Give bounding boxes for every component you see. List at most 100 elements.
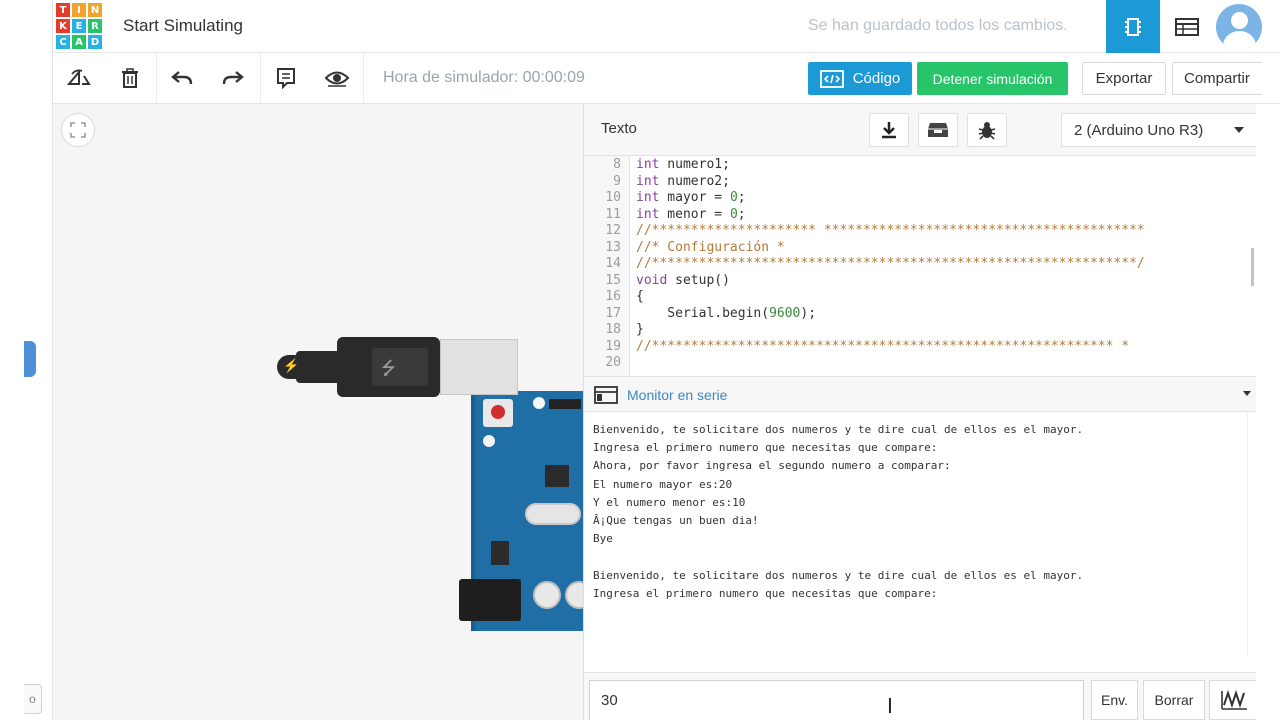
bottom-side-tab[interactable]: o — [24, 684, 42, 714]
serial-output-line: Ingresa el primero numero que necesitas … — [593, 586, 938, 600]
serial-output-line: Ahora, por favor ingresa el segundo nume… — [593, 459, 951, 473]
toolbar-divider — [260, 53, 261, 103]
serial-output-line: Â¡Que tengas un buen dia! — [593, 513, 759, 527]
expand-icon — [70, 122, 86, 138]
stop-simulation-button[interactable]: Detener simulación — [917, 62, 1068, 95]
code-token: int — [636, 206, 660, 222]
chip-icon — [1125, 17, 1141, 36]
code-panel-header: Texto — [584, 104, 1257, 156]
code-text: //**************************************… — [636, 256, 1145, 273]
arduino-board[interactable] — [459, 391, 583, 631]
code-text: int mayor = 0; — [636, 190, 746, 207]
line-number: 8 — [613, 157, 621, 172]
code-line: 19//************************************… — [584, 339, 1257, 356]
editor-vertical-scrollbar[interactable] — [1251, 248, 1254, 286]
line-number: 12 — [605, 223, 621, 238]
code-token: //**************************************… — [636, 256, 1145, 271]
code-token: //********************* ****************… — [636, 223, 1145, 238]
debugger-button[interactable] — [967, 113, 1007, 147]
code-line: 16{ — [584, 289, 1257, 306]
code-token: ); — [800, 305, 817, 321]
send-button[interactable]: Env. — [1091, 680, 1138, 720]
code-text: //********************* ****************… — [636, 223, 1145, 240]
code-token: } — [636, 322, 644, 337]
code-text: } — [636, 322, 644, 339]
code-token: void — [636, 272, 668, 288]
code-text: Serial.begin(9600); — [636, 306, 816, 323]
redo-button[interactable] — [208, 53, 258, 103]
design-title[interactable]: Start Simulating — [123, 16, 243, 35]
code-token: numero2; — [659, 173, 730, 189]
user-avatar[interactable] — [1216, 4, 1262, 50]
clear-button[interactable]: Borrar — [1143, 680, 1205, 720]
workplane-canvas[interactable]: ⚡ ⭍ — [53, 104, 583, 720]
usb-icon: ⭍ — [381, 358, 396, 378]
logo-letter: K — [56, 19, 70, 33]
right-frame — [1256, 104, 1280, 720]
toolbar-divider — [156, 53, 157, 103]
notes-button[interactable] — [261, 53, 311, 103]
code-button[interactable]: Código — [808, 62, 912, 95]
code-token: ; — [737, 206, 746, 222]
code-text: int numero1; — [636, 157, 730, 174]
serial-output-scrollbar[interactable] — [1247, 412, 1257, 656]
code-token: //**************************************… — [636, 338, 1130, 354]
code-mode-selector[interactable]: Texto — [601, 120, 637, 137]
reset-button[interactable] — [491, 405, 505, 419]
device-select-value: 2 (Arduino Uno R3) — [1074, 121, 1204, 139]
serial-output-line: Ingresa el primero numero que necesitas … — [593, 441, 938, 455]
save-status: Se han guardado todos los cambios. — [808, 17, 1068, 34]
toolbar-divider — [363, 53, 364, 103]
serial-monitor-header[interactable]: Monitor en serie — [584, 376, 1257, 412]
serial-output-line: Bienvenido, te solicitare dos numeros y … — [593, 423, 1084, 436]
line-number: 13 — [605, 239, 621, 255]
chevron-down-icon — [1234, 127, 1244, 133]
code-token: 9600 — [769, 305, 801, 321]
share-button[interactable]: Compartir — [1172, 62, 1262, 95]
libraries-button[interactable] — [918, 113, 958, 147]
component-list-button[interactable] — [1160, 0, 1214, 53]
code-line: 14//************************************… — [584, 256, 1257, 273]
eye-icon — [324, 71, 350, 87]
download-icon — [882, 122, 896, 139]
code-text: //**************************************… — [636, 339, 1129, 356]
serial-output-line: El numero mayor es:20 — [593, 477, 733, 491]
collapse-icon[interactable] — [1243, 391, 1251, 396]
code-token: int — [636, 190, 660, 205]
code-token: menor = — [659, 206, 730, 222]
circuit-view-button[interactable] — [1106, 0, 1160, 53]
code-line: 18} — [584, 322, 1257, 339]
table-icon — [1175, 17, 1199, 36]
line-number: 17 — [605, 305, 621, 321]
export-button[interactable]: Exportar — [1082, 62, 1166, 95]
rotate-icon — [66, 69, 91, 85]
logo-letter: I — [72, 3, 86, 17]
device-select[interactable]: 2 (Arduino Uno R3) — [1061, 113, 1257, 147]
logo-letter: A — [72, 35, 86, 49]
usb-port — [440, 339, 518, 395]
redo-icon — [222, 71, 244, 85]
visibility-button[interactable] — [312, 53, 362, 103]
serial-input[interactable] — [589, 680, 1084, 720]
delete-button[interactable] — [105, 53, 155, 103]
graph-button[interactable] — [1209, 680, 1257, 720]
side-panel-tab[interactable] — [24, 341, 36, 377]
bug-icon — [978, 122, 996, 140]
code-line: 17 Serial.begin(9600); — [584, 306, 1257, 323]
text-cursor: I — [887, 694, 893, 718]
download-code-button[interactable] — [869, 113, 909, 147]
undo-button[interactable] — [157, 53, 207, 103]
voltage-regulator — [491, 541, 509, 565]
left-rail: o — [24, 0, 53, 720]
code-line: 8 int numero1; — [584, 157, 1257, 174]
rotate-button[interactable] — [54, 53, 104, 103]
serial-input-row: Env. Borrar — [584, 672, 1257, 720]
crystal — [525, 503, 581, 525]
code-token: ; — [737, 190, 746, 205]
fit-view-button[interactable] — [61, 113, 95, 147]
